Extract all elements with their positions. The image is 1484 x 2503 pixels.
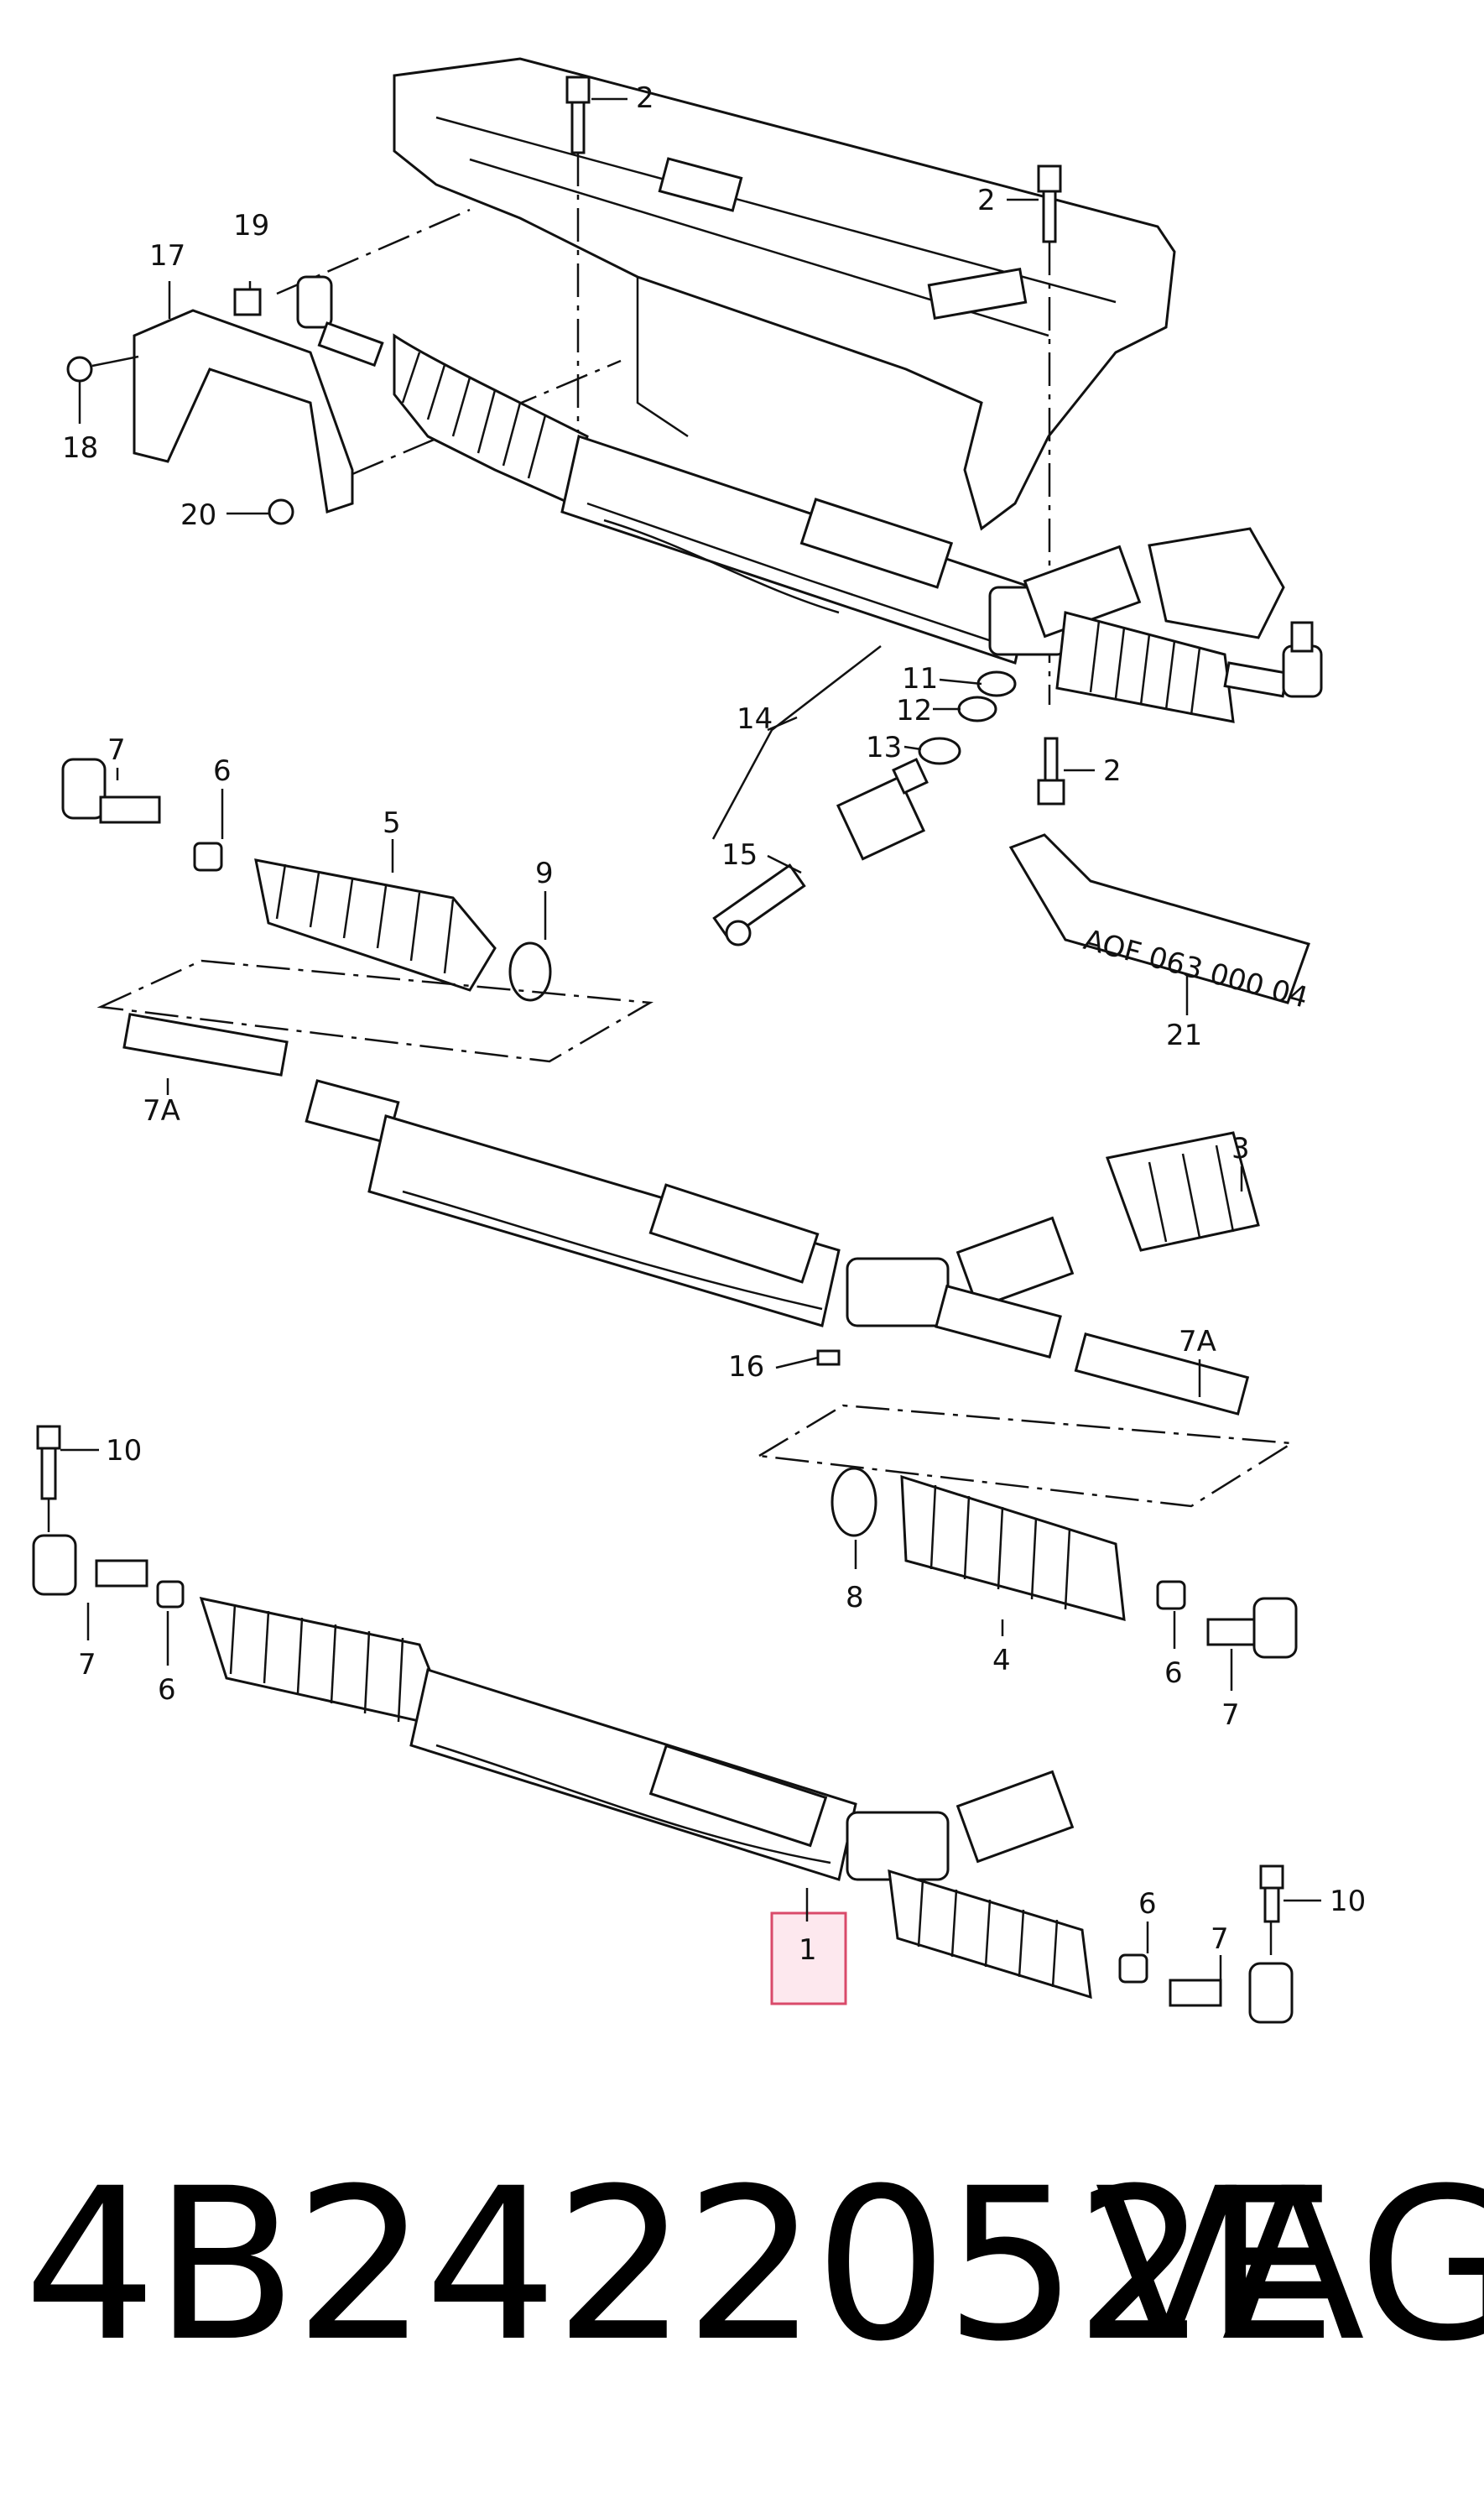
callout-7-right: 7 — [1221, 1698, 1240, 1732]
callout-7-bottom-left: 7 — [78, 1648, 96, 1682]
middle-rack — [305, 1079, 1260, 1366]
callout-5: 5 — [383, 806, 401, 840]
callout-3: 3 — [1231, 1132, 1250, 1165]
callout-2-lower: 2 — [1103, 754, 1122, 788]
callout-2-top-right: 2 — [977, 184, 996, 217]
callout-15: 15 — [721, 838, 758, 872]
callout-7A-left: 7A — [143, 1094, 180, 1128]
part-1-highlight — [770, 1911, 847, 2005]
callout-9: 9 — [535, 857, 554, 890]
right-tie-rod-set — [756, 1332, 1298, 1659]
callout-10-left: 10 — [106, 1434, 142, 1468]
seal-rings-and-valve — [711, 645, 1017, 946]
callout-8: 8 — [846, 1581, 864, 1614]
callout-11: 11 — [902, 662, 938, 696]
callout-labels: 2 2 2 17 19 18 20 11 12 13 14 15 21 7 6 … — [62, 81, 1366, 1967]
leader-lines — [60, 97, 1321, 1980]
callout-12: 12 — [896, 694, 932, 727]
callout-6-bottom-right: 6 — [1138, 1887, 1157, 1921]
subframe — [393, 57, 1176, 531]
part-number: 4B2422052E — [23, 2143, 1337, 2387]
brand-name: VAG — [1095, 2143, 1484, 2387]
top-rack — [296, 275, 1323, 723]
bottom-rack — [32, 1425, 1294, 2024]
callout-19: 19 — [233, 209, 269, 242]
callout-6-bottom-left: 6 — [158, 1673, 176, 1707]
callout-6-left: 6 — [213, 754, 232, 788]
callout-2-top-left: 2 — [636, 81, 654, 115]
callout-21: 21 — [1166, 1019, 1202, 1052]
callout-7-bottom-right: 7 — [1211, 1922, 1229, 1956]
callout-10-right: 10 — [1330, 1885, 1366, 1918]
callout-13: 13 — [866, 731, 902, 764]
upper-bolts — [565, 76, 1065, 806]
callout-17: 17 — [149, 239, 185, 273]
callout-7A-right: 7A — [1179, 1325, 1216, 1358]
callout-20: 20 — [180, 498, 216, 532]
callout-18: 18 — [62, 431, 98, 465]
grease-tube: AOF 063 000 04 — [1008, 833, 1311, 1015]
left-tie-rod-set — [61, 758, 653, 1077]
callout-7-left: 7 — [107, 733, 126, 767]
left-bracket — [66, 208, 622, 525]
callout-1: 1 — [799, 1933, 817, 1967]
callout-16: 16 — [728, 1350, 764, 1384]
callout-14: 14 — [737, 702, 773, 736]
callout-6-right: 6 — [1164, 1656, 1183, 1690]
callout-4: 4 — [992, 1644, 1011, 1677]
